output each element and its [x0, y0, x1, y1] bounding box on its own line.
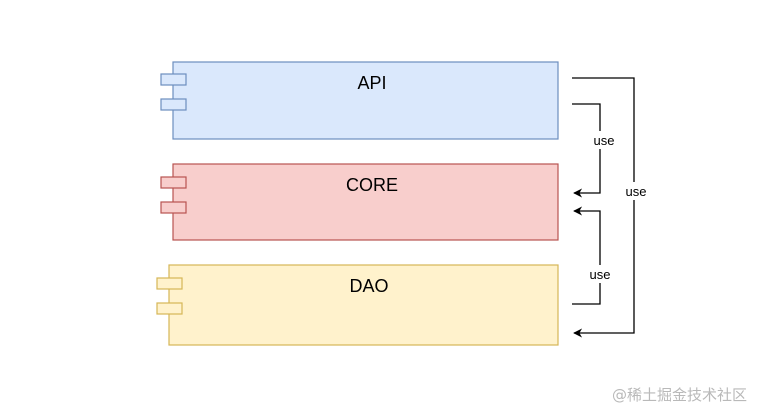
connector-api-to-core[interactable]: use	[572, 103, 620, 198]
connector-core-to-dao[interactable]: use	[572, 206, 616, 305]
connector-core-to-dao-label-bg	[584, 265, 616, 283]
component-dao-port-bottom	[156, 302, 183, 315]
component-api-label: API	[357, 73, 386, 93]
component-dao-port-top	[156, 277, 183, 290]
connector-api-to-dao-label: use	[626, 184, 647, 199]
connector-api-to-dao[interactable]: use	[572, 77, 652, 338]
component-core-label: CORE	[346, 175, 398, 195]
component-api-body	[172, 61, 559, 140]
component-api-port-top	[160, 73, 187, 86]
connector-api-to-dao-line	[572, 77, 635, 338]
component-dao-label: DAO	[349, 276, 388, 296]
connector-api-to-core-label-bg	[588, 131, 620, 149]
component-api-port-bottom	[160, 98, 187, 111]
component-core-body	[172, 163, 559, 241]
component-core[interactable]: CORE	[160, 163, 559, 241]
component-dao-body	[168, 264, 559, 346]
watermark: @稀土掘金技术社区	[611, 386, 747, 404]
connector-core-to-dao-line	[572, 206, 601, 305]
component-dao[interactable]: DAO	[156, 264, 559, 346]
component-core-port-bottom	[160, 201, 187, 214]
connector-core-to-dao-label: use	[590, 267, 611, 282]
connector-api-to-core-label: use	[594, 133, 615, 148]
component-core-port-top	[160, 176, 187, 189]
component-api[interactable]: API	[160, 61, 559, 140]
connector-api-to-dao-label-bg	[620, 182, 652, 200]
